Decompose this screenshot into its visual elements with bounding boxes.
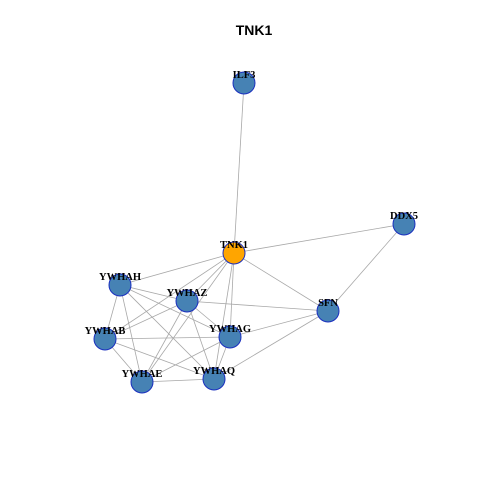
node-circle-ddx5: [392, 212, 416, 236]
node-circle-ywhah: [108, 273, 132, 297]
node-label-ilf3: ILF3: [233, 70, 256, 81]
node-ywhab: YWHAB: [85, 326, 126, 351]
node-ywhae: YWHAE: [122, 369, 163, 394]
node-label-sfn: SFN: [318, 298, 338, 309]
edge-ywhah-ywhaq: [119, 284, 215, 380]
edge-ywhaz-ywhae: [141, 300, 188, 383]
edge-sfn-ywhaq: [213, 310, 329, 380]
node-circle-ywhaq: [202, 367, 226, 391]
node-ywhag: YWHAG: [209, 324, 251, 349]
edge-ywhab-ywhaq: [104, 338, 215, 380]
node-ywhaq: YWHAQ: [193, 366, 235, 391]
node-ilf3: ILF3: [232, 70, 256, 95]
node-circle-sfn: [316, 299, 340, 323]
node-circle-ywhae: [130, 370, 154, 394]
node-label-ywhag: YWHAG: [209, 324, 251, 335]
node-circle-ywhag: [218, 325, 242, 349]
node-circle-tnk1: [222, 241, 246, 265]
edge-ywhaz-sfn: [186, 300, 329, 312]
node-ddx5: DDX5: [390, 211, 418, 236]
node-label-tnk1: TNK1: [220, 240, 248, 251]
edge-sfn-ywhag: [229, 310, 329, 338]
edge-tnk1-ywhaq: [213, 252, 235, 380]
edge-tnk1-ilf3: [233, 82, 245, 254]
edge-ywhag-ywhae: [141, 336, 231, 383]
node-circle-ywhaz: [175, 289, 199, 313]
node-circle-ywhab: [93, 327, 117, 351]
edge-ywhah-ywhag: [119, 284, 231, 338]
node-tnk1: TNK1: [220, 240, 248, 265]
edge-ywhaz-ywhab: [104, 300, 188, 340]
edge-ywhah-ywhae: [119, 284, 143, 383]
edge-ywhaz-ywhaq: [186, 300, 215, 380]
node-ywhaz: YWHAZ: [167, 288, 208, 313]
node-label-ywhae: YWHAE: [122, 369, 163, 380]
diagram-title: TNK1: [236, 22, 273, 38]
edge-ddx5-sfn: [327, 223, 405, 312]
edge-tnk1-ywhah: [119, 252, 235, 286]
node-label-ywhaq: YWHAQ: [193, 366, 235, 377]
edge-tnk1-ywhab: [104, 252, 235, 340]
edge-tnk1-sfn: [233, 252, 329, 312]
node-label-ywhah: YWHAH: [99, 272, 141, 283]
node-ywhah: YWHAH: [99, 272, 141, 297]
node-label-ywhaz: YWHAZ: [167, 288, 208, 299]
edge-ywhab-ywhag: [104, 336, 231, 340]
edge-tnk1-ywhag: [229, 252, 235, 338]
edge-ywhae-ywhaq: [141, 378, 215, 383]
node-label-ddx5: DDX5: [390, 211, 418, 222]
node-sfn: SFN: [316, 298, 340, 323]
edges-layer: [104, 82, 405, 383]
node-label-ywhab: YWHAB: [85, 326, 126, 337]
node-circle-ilf3: [232, 71, 256, 95]
edge-tnk1-ddx5: [233, 223, 405, 254]
